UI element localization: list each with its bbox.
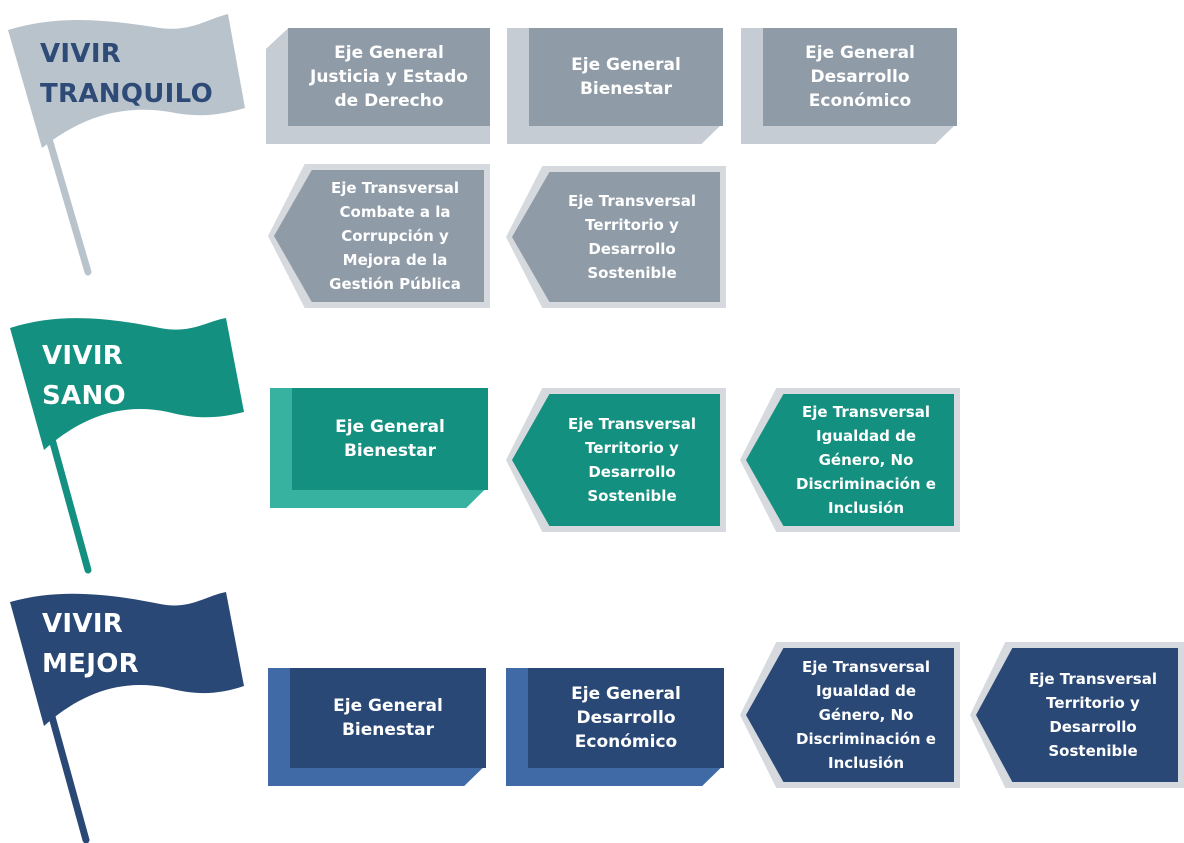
arrow-line: Eje Transversal bbox=[330, 179, 460, 197]
box-text: Eje General Justicia y Estado de Derecho bbox=[288, 28, 490, 126]
arrow-line: Género, No bbox=[818, 706, 914, 724]
box-line: Económico bbox=[574, 732, 678, 752]
flag-vivir-mejor bbox=[10, 592, 244, 843]
arrow-fill bbox=[512, 394, 720, 526]
flag-label-tranquilo: VIVIR TRANQUILO bbox=[40, 34, 213, 114]
box-line: Eje General bbox=[805, 43, 915, 63]
arrow-line: Inclusión bbox=[827, 499, 905, 517]
arrow-line: Sostenible bbox=[587, 487, 677, 505]
arrow-text: Eje Transversal Territorio y Desarrollo … bbox=[1010, 642, 1176, 788]
box-text: Eje General Desarrollo Económico bbox=[528, 668, 724, 768]
flag-vivir-tranquilo bbox=[8, 14, 245, 276]
arrow-line: Desarrollo bbox=[1049, 718, 1137, 736]
eje-transversal-corrupcion: Eje Transversal Combate a la Corrupción … bbox=[268, 164, 490, 308]
box-front bbox=[529, 28, 723, 126]
arrow-line: Combate a la bbox=[339, 203, 451, 221]
arrow-line: Eje Transversal bbox=[801, 658, 931, 676]
box-line: Desarrollo bbox=[576, 708, 676, 728]
box-line: Eje General bbox=[333, 696, 443, 716]
eje-general-bienestar-tranquilo: Eje General Bienestar bbox=[507, 28, 723, 144]
arrow-line: Eje Transversal bbox=[567, 192, 697, 210]
arrow-line: Igualdad de bbox=[816, 427, 916, 445]
flag-label-line2: TRANQUILO bbox=[40, 79, 213, 109]
arrow-line: Eje Transversal bbox=[567, 415, 697, 433]
arrow-line: Sostenible bbox=[1048, 742, 1138, 760]
box-line: Económico bbox=[808, 91, 912, 111]
box-front bbox=[292, 388, 488, 490]
eje-general-desarrollo-tranquilo: Eje General Desarrollo Económico bbox=[741, 28, 957, 144]
box-text: Eje General Bienestar bbox=[292, 388, 488, 490]
flag-label-line2: SANO bbox=[42, 381, 126, 411]
box-line: Bienestar bbox=[341, 720, 435, 740]
eje-general-justicia: Eje General Justicia y Estado de Derecho bbox=[266, 28, 490, 144]
arrow-line: Discriminación e bbox=[796, 475, 936, 493]
eje-general-bienestar-sano: Eje General Bienestar bbox=[270, 388, 488, 508]
box-line: Eje General bbox=[334, 43, 444, 63]
arrow-text: Eje Transversal Combate a la Corrupción … bbox=[308, 164, 482, 308]
arrow-line: Eje Transversal bbox=[1028, 670, 1158, 688]
arrow-line: Discriminación e bbox=[796, 730, 936, 748]
arrow-fill bbox=[746, 394, 954, 526]
arrow-line: Territorio y bbox=[585, 439, 679, 457]
arrow-line: Género, No bbox=[818, 451, 914, 469]
flag-label-line2: MEJOR bbox=[42, 649, 139, 679]
box-line: Justicia y Estado bbox=[310, 67, 468, 87]
arrow-line: Corrupción y bbox=[341, 227, 449, 245]
arrow-fill bbox=[512, 172, 720, 302]
box-text: Eje General Bienestar bbox=[290, 668, 486, 768]
arrow-text: Eje Transversal Igualdad de Género, No D… bbox=[780, 642, 952, 788]
flag-label-line1: VIVIR bbox=[42, 341, 124, 371]
arrow-line: Sostenible bbox=[587, 264, 677, 282]
box-line: Desarrollo bbox=[810, 67, 910, 87]
box-line: Eje General bbox=[335, 417, 445, 437]
arrow-line: Desarrollo bbox=[588, 463, 676, 481]
box-front bbox=[288, 28, 490, 126]
flag-label-line1: VIVIR bbox=[40, 39, 122, 69]
arrow-line: Desarrollo bbox=[588, 240, 676, 258]
arrow-line: Mejora de la bbox=[342, 251, 448, 269]
flag-label-sano: VIVIR SANO bbox=[42, 336, 126, 416]
box-line: de Derecho bbox=[334, 91, 444, 111]
box-line: Eje General bbox=[571, 55, 681, 75]
arrow-fill bbox=[976, 648, 1178, 782]
eje-general-desarrollo-mejor: Eje General Desarrollo Económico bbox=[506, 668, 724, 786]
arrow-fill bbox=[274, 170, 484, 302]
eje-transversal-territorio-mejor: Eje Transversal Territorio y Desarrollo … bbox=[970, 642, 1184, 788]
flag-label-mejor: VIVIR MEJOR bbox=[42, 604, 139, 684]
box-front bbox=[763, 28, 957, 126]
arrow-line: Gestión Pública bbox=[329, 275, 461, 293]
arrow-text: Eje Transversal Territorio y Desarrollo … bbox=[546, 388, 718, 532]
arrow-text: Eje Transversal Igualdad de Género, No D… bbox=[780, 388, 952, 532]
arrow-line: Eje Transversal bbox=[801, 403, 931, 421]
box-front bbox=[528, 668, 724, 768]
flag-vivir-sano bbox=[10, 318, 244, 574]
arrow-text: Eje Transversal Territorio y Desarrollo … bbox=[546, 166, 718, 308]
box-text: Eje General Bienestar bbox=[529, 28, 723, 126]
arrow-line: Territorio y bbox=[1046, 694, 1140, 712]
eje-transversal-territorio-sano: Eje Transversal Territorio y Desarrollo … bbox=[506, 388, 726, 532]
arrow-line: Territorio y bbox=[585, 216, 679, 234]
arrow-fill bbox=[746, 648, 954, 782]
eje-general-bienestar-mejor: Eje General Bienestar bbox=[268, 668, 486, 786]
box-line: Bienestar bbox=[579, 79, 673, 99]
arrow-line: Igualdad de bbox=[816, 682, 916, 700]
eje-transversal-igualdad-mejor: Eje Transversal Igualdad de Género, No D… bbox=[740, 642, 960, 788]
flag-label-line1: VIVIR bbox=[42, 609, 124, 639]
eje-transversal-territorio-tranquilo: Eje Transversal Territorio y Desarrollo … bbox=[506, 166, 726, 308]
box-line: Bienestar bbox=[343, 441, 437, 461]
box-line: Eje General bbox=[571, 684, 681, 704]
box-front bbox=[290, 668, 486, 768]
box-text: Eje General Desarrollo Económico bbox=[763, 28, 957, 126]
arrow-line: Inclusión bbox=[827, 754, 905, 772]
eje-transversal-igualdad-sano: Eje Transversal Igualdad de Género, No D… bbox=[740, 388, 960, 532]
